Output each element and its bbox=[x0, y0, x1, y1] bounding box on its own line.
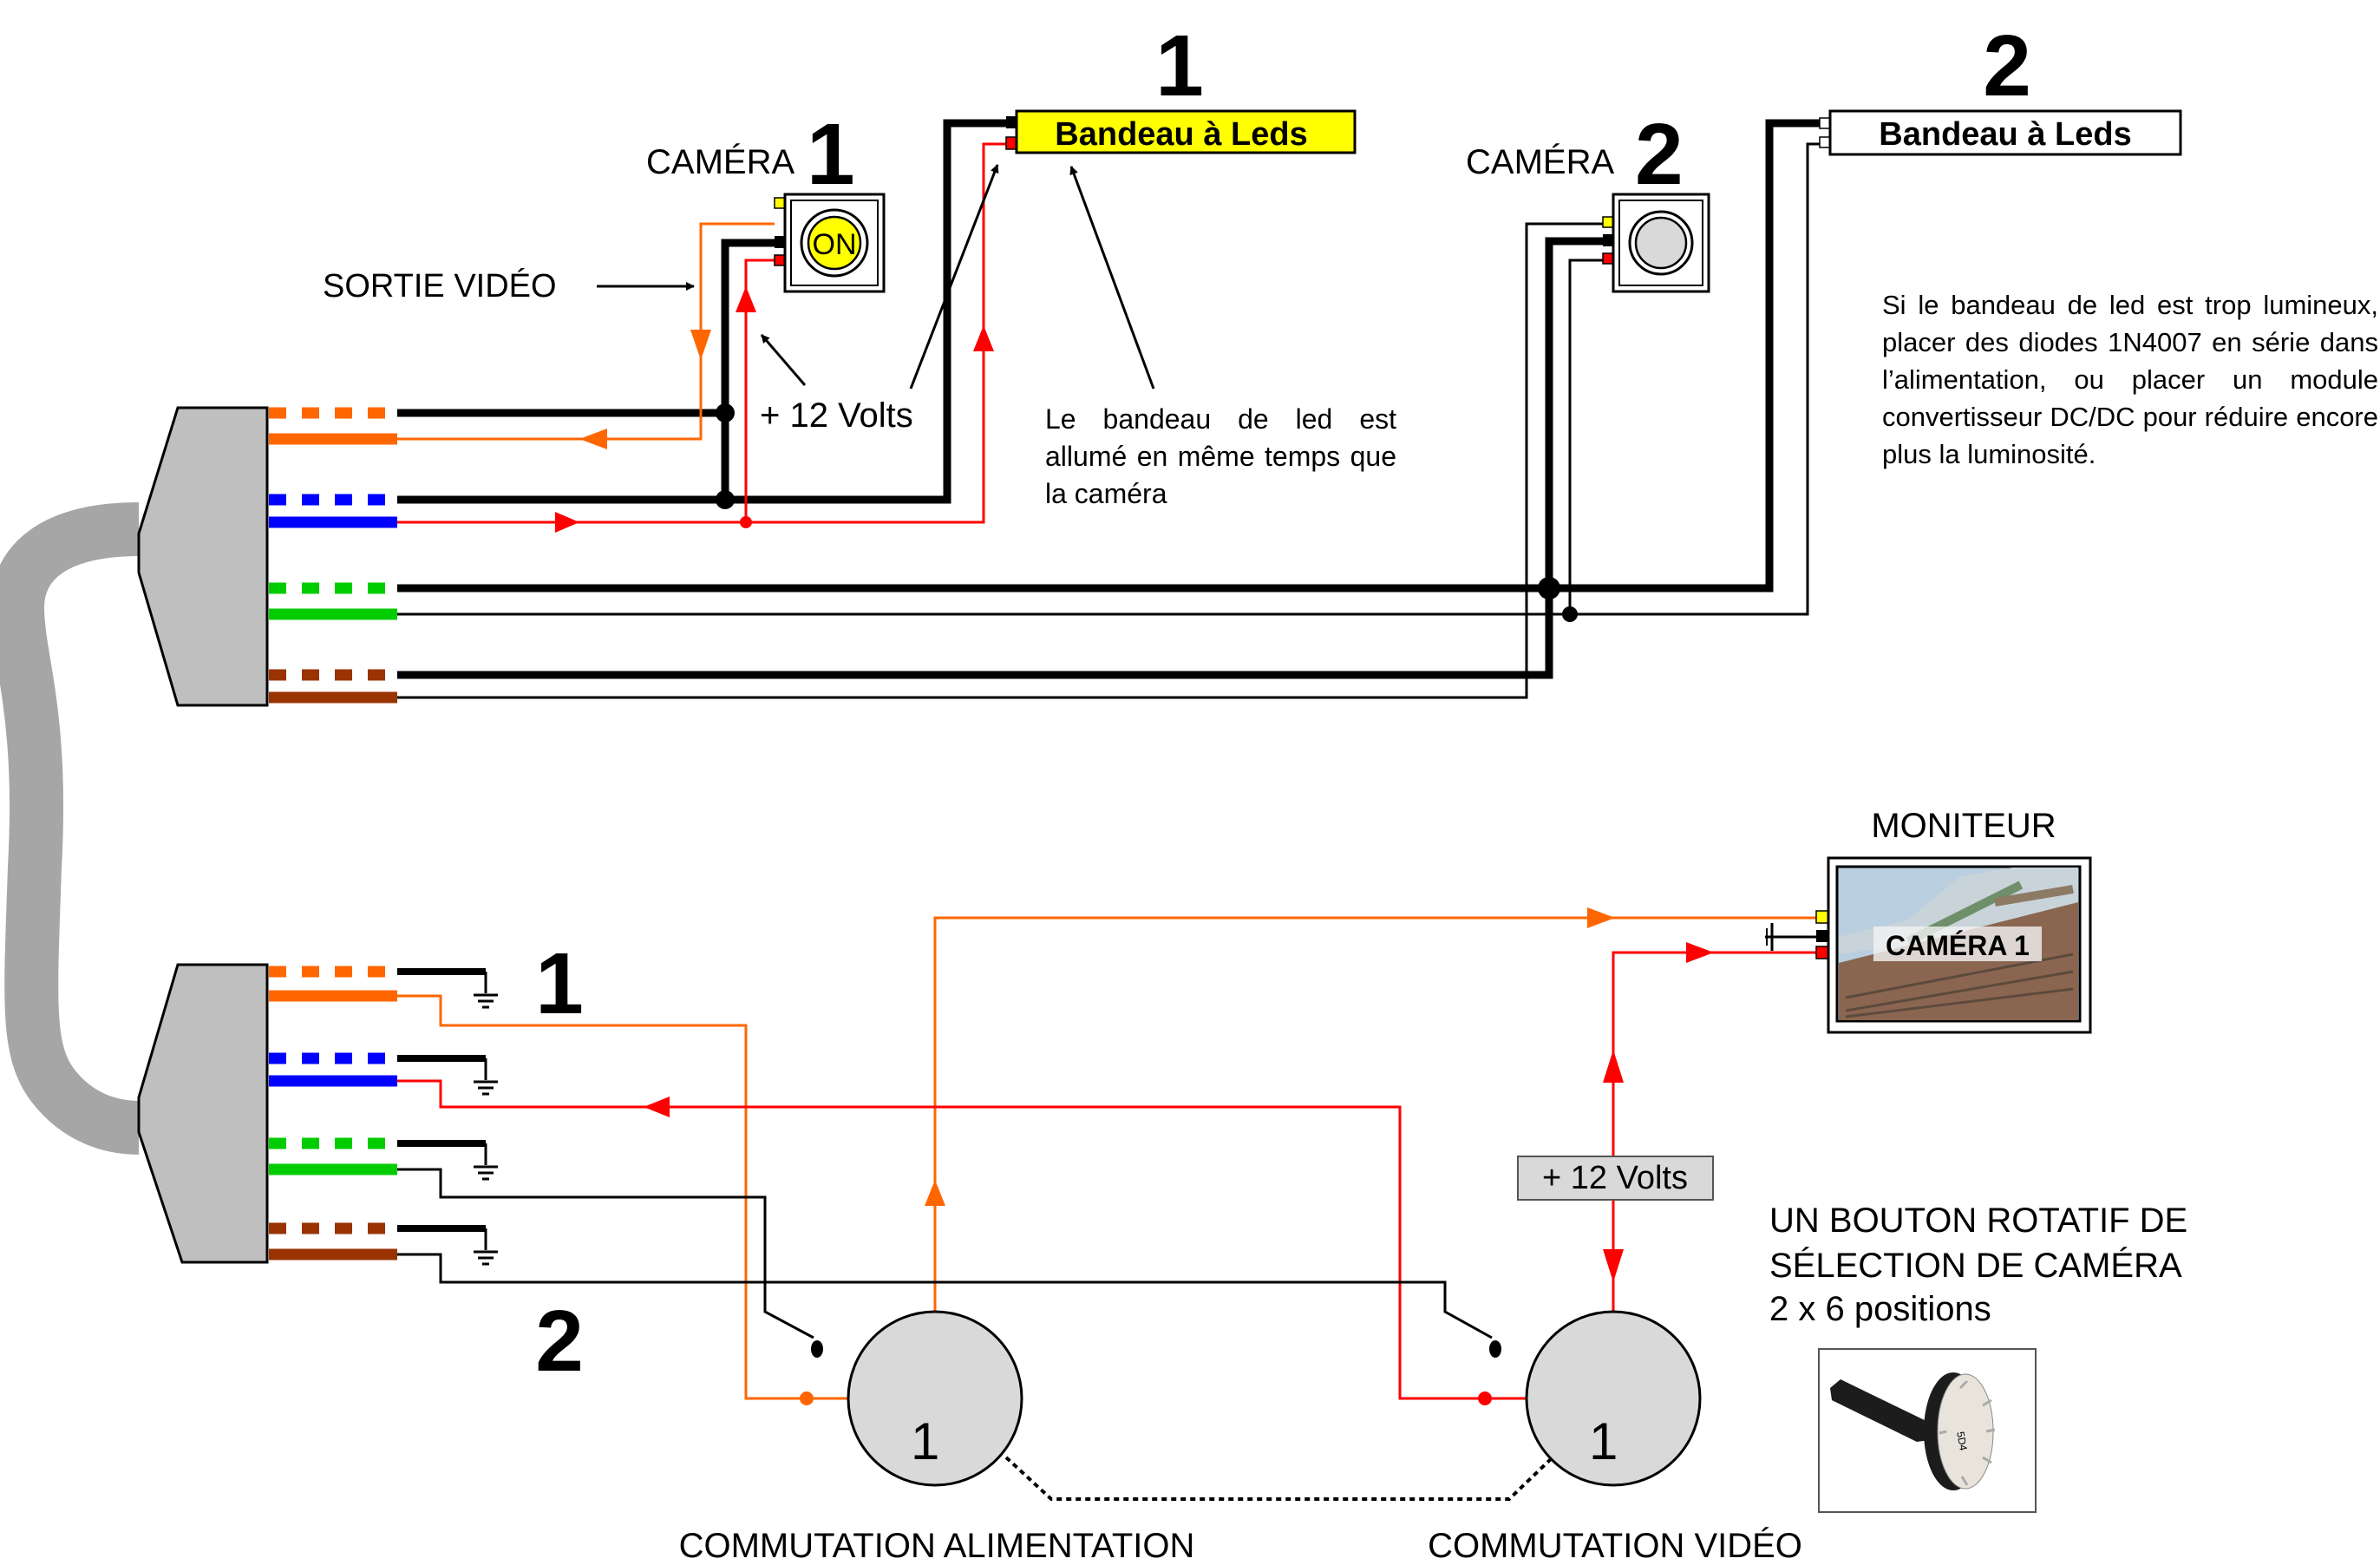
rotary-text-line2: SÉLECTION DE CAMÉRA bbox=[1769, 1246, 2182, 1285]
switch-link bbox=[1004, 1456, 1554, 1501]
lower-wiring bbox=[397, 907, 1823, 1411]
led-note: Le bandeau de led est allumé en même tem… bbox=[1045, 403, 1396, 509]
plus12-power-box: + 12 Volts bbox=[1517, 1156, 1714, 1201]
led-strip2: Bandeau à Leds bbox=[1819, 109, 2182, 156]
camera2-wiring bbox=[397, 119, 1828, 699]
lower-connector bbox=[137, 963, 269, 1264]
ground-icon bbox=[397, 1055, 498, 1096]
ground-icon bbox=[397, 968, 498, 1009]
group1-number: 1 bbox=[535, 935, 584, 1032]
rotary-marking: 5D4 bbox=[1954, 1431, 1970, 1451]
plus12-box-label: + 12 Volts bbox=[1542, 1160, 1688, 1196]
led-strip1-number: 1 bbox=[1155, 17, 1204, 115]
monitor: CAMÉRA 1 bbox=[1765, 856, 2092, 1034]
camera1-wiring bbox=[397, 119, 1006, 533]
group2-number: 2 bbox=[535, 1293, 584, 1390]
video-out-label: SORTIE VIDÉO bbox=[323, 267, 557, 304]
camera2-number: 2 bbox=[1635, 106, 1684, 203]
cable bbox=[0, 502, 140, 1155]
ground-icon bbox=[1766, 923, 1774, 951]
switch-power[interactable]: 1 bbox=[847, 1310, 1023, 1487]
led-arrow-2 bbox=[1069, 166, 1155, 390]
switch-video-position: 1 bbox=[1589, 1412, 1618, 1470]
camera2 bbox=[1602, 193, 1710, 293]
camera1-on-button-label: ON bbox=[813, 228, 857, 261]
monitor-title: MONITEUR bbox=[1871, 807, 2056, 845]
switch-power-label: COMMUTATION ALIMENTATION bbox=[679, 1527, 1195, 1565]
brightness-note: Si le bandeau de led est trop lumineux, … bbox=[1882, 290, 2378, 469]
monitor-screen-caption: CAMÉRA 1 bbox=[1886, 930, 2030, 961]
camera1: ON bbox=[774, 193, 886, 293]
camera1-number: 1 bbox=[807, 106, 855, 203]
rotary-switch-photo: 5D4 bbox=[1818, 1348, 2037, 1513]
lower-connector-wire-stubs bbox=[269, 966, 397, 1261]
led-strip2-label: Bandeau à Leds bbox=[1879, 116, 2131, 153]
ground-icon bbox=[397, 1225, 498, 1266]
rotary-text-line1: UN BOUTON ROTATIF DE bbox=[1769, 1202, 2187, 1240]
switch-power-position: 1 bbox=[911, 1412, 939, 1470]
upper-connector bbox=[137, 406, 269, 707]
led-strip1: Bandeau à Leds bbox=[1005, 109, 1357, 154]
led-arrow-1 bbox=[909, 164, 999, 390]
led-strip1-label: Bandeau à Leds bbox=[1055, 116, 1307, 153]
camera2-label: CAMÉRA bbox=[1466, 142, 1614, 181]
rotary-text-line3: 2 x 6 positions bbox=[1769, 1290, 1991, 1328]
ground-symbols bbox=[397, 968, 498, 1266]
camera1-label: CAMÉRA bbox=[646, 142, 794, 181]
switch-video-label: COMMUTATION VIDÉO bbox=[1428, 1526, 1802, 1565]
led-strip2-number: 2 bbox=[1983, 17, 2031, 115]
switch-video[interactable]: 1 bbox=[1525, 1310, 1702, 1487]
plus12-top-label: + 12 Volts bbox=[760, 396, 913, 435]
upper-connector-wire-stubs bbox=[269, 407, 397, 704]
ground-icon bbox=[397, 1140, 498, 1181]
plus12-arrow bbox=[760, 334, 807, 386]
